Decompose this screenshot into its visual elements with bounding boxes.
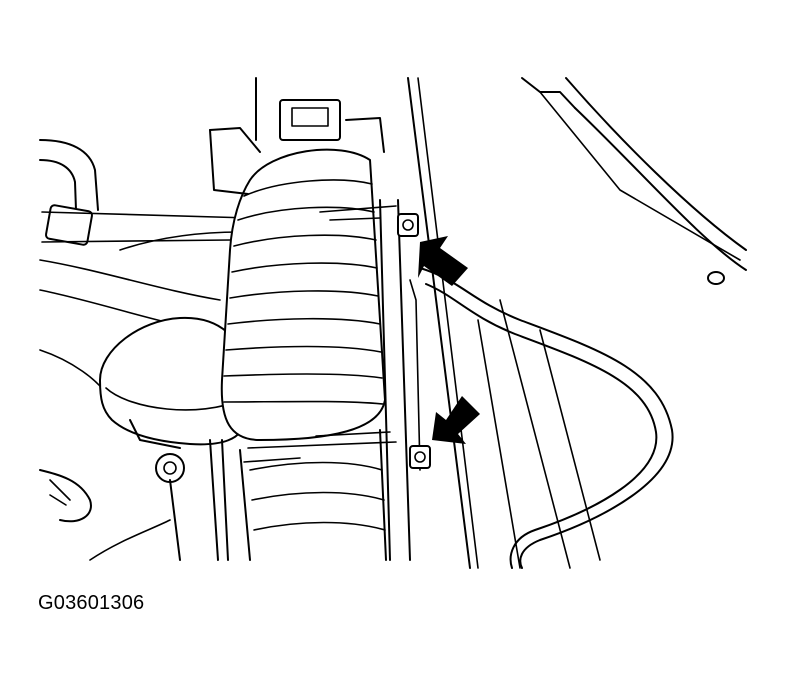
lower-fastener xyxy=(409,445,431,469)
upper-left-hose xyxy=(39,139,251,246)
mounting-rail xyxy=(243,199,421,561)
engine-block-lines xyxy=(39,231,241,561)
figure-code: G03601306 xyxy=(38,592,145,614)
coolant-hose xyxy=(419,91,741,569)
support-bracket xyxy=(169,439,251,561)
upper-fastener-arrow xyxy=(418,236,468,286)
intake-duct xyxy=(220,148,387,561)
upper-fastener xyxy=(397,213,419,237)
lower-fastener-arrow xyxy=(432,396,480,444)
duct-top-connector xyxy=(209,77,385,195)
fender-panel xyxy=(407,77,747,569)
